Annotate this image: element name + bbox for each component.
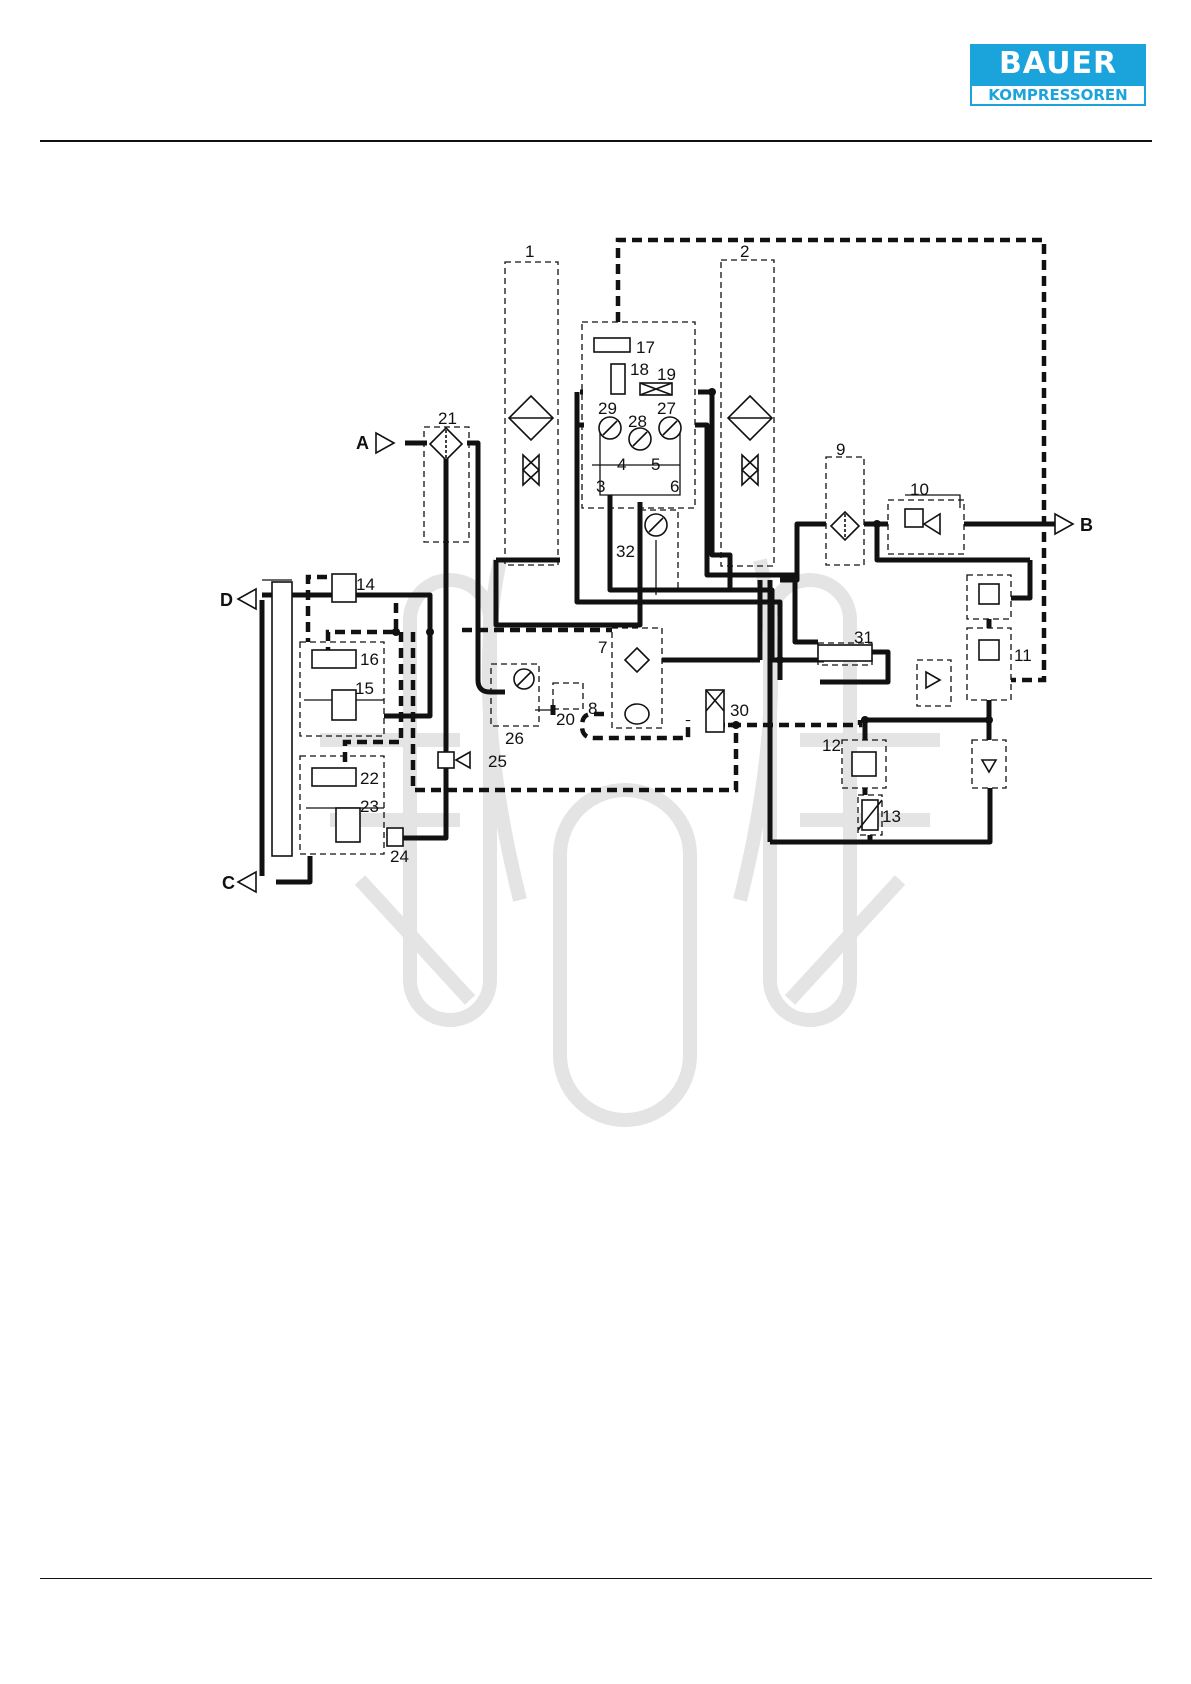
throttle-24-icon bbox=[387, 828, 403, 846]
valve-30-icon bbox=[706, 690, 724, 732]
label-5: 5 bbox=[651, 455, 660, 474]
drain-valve-1-icon bbox=[523, 455, 539, 485]
valve-15-icon bbox=[332, 690, 356, 720]
label-21: 21 bbox=[438, 409, 457, 428]
port-a-icon bbox=[376, 433, 394, 453]
valve-10-housing bbox=[888, 500, 964, 554]
label-12: 12 bbox=[822, 736, 841, 755]
label-25: 25 bbox=[488, 752, 507, 771]
label-19: 19 bbox=[657, 365, 676, 384]
label-2: 2 bbox=[740, 242, 749, 261]
separator-7-icon bbox=[625, 648, 649, 672]
solenoid-17-icon bbox=[594, 338, 630, 352]
label-22: 22 bbox=[360, 769, 379, 788]
label-13: 13 bbox=[882, 807, 901, 826]
vertical-tank bbox=[272, 582, 292, 856]
label-11: 11 bbox=[1014, 646, 1032, 665]
label-6: 6 bbox=[670, 477, 679, 496]
safety-valve-icon bbox=[926, 672, 940, 688]
port-c-label: C bbox=[222, 873, 235, 893]
solenoid-22-icon bbox=[312, 768, 356, 786]
port-b-label: B bbox=[1080, 515, 1093, 535]
label-16: 16 bbox=[360, 650, 379, 669]
label-28: 28 bbox=[628, 412, 647, 431]
valve-11-icon bbox=[979, 640, 999, 660]
check-10-icon bbox=[924, 514, 940, 534]
valve-31-icon bbox=[818, 645, 872, 661]
label-14: 14 bbox=[356, 575, 375, 594]
valve-20-housing bbox=[553, 683, 583, 709]
label-7: 7 bbox=[598, 638, 607, 657]
drain-25-icon bbox=[456, 752, 470, 768]
label-15: 15 bbox=[355, 679, 374, 698]
label-3: 3 bbox=[596, 477, 605, 496]
pump-8-icon bbox=[625, 704, 649, 724]
valve-25-icon bbox=[438, 752, 454, 768]
drain-valve-2-icon bbox=[742, 455, 758, 485]
port-b-icon bbox=[1055, 514, 1073, 534]
label-30: 30 bbox=[730, 701, 749, 720]
label-20: 20 bbox=[556, 710, 575, 729]
valve-14-icon bbox=[332, 574, 356, 602]
label-32: 32 bbox=[616, 542, 635, 561]
label-23: 23 bbox=[360, 797, 379, 816]
label-24: 24 bbox=[390, 847, 409, 866]
label-26: 26 bbox=[505, 729, 524, 748]
label-29: 29 bbox=[598, 399, 617, 418]
label-18: 18 bbox=[630, 360, 649, 379]
valve-11a-icon bbox=[979, 584, 999, 604]
port-d-label: D bbox=[220, 590, 233, 610]
label-9: 9 bbox=[836, 440, 845, 459]
label-27: 27 bbox=[657, 399, 676, 418]
label-8: 8 bbox=[588, 699, 597, 718]
port-d-icon bbox=[238, 589, 256, 609]
port-a-label: A bbox=[356, 433, 369, 453]
label-1: 1 bbox=[525, 242, 534, 261]
valve-23-icon bbox=[336, 808, 360, 842]
solenoid-16-icon bbox=[312, 650, 356, 668]
valve-12-icon bbox=[852, 752, 876, 776]
valve-11-housing bbox=[967, 628, 1011, 700]
check-valve-icon bbox=[982, 760, 996, 772]
label-10: 10 bbox=[910, 480, 929, 499]
label-17: 17 bbox=[636, 338, 655, 357]
valve-18-icon bbox=[611, 364, 625, 394]
regulator-10-icon bbox=[905, 509, 923, 527]
label-31: 31 bbox=[854, 628, 873, 647]
port-c-icon bbox=[238, 872, 256, 892]
label-4: 4 bbox=[617, 455, 626, 474]
